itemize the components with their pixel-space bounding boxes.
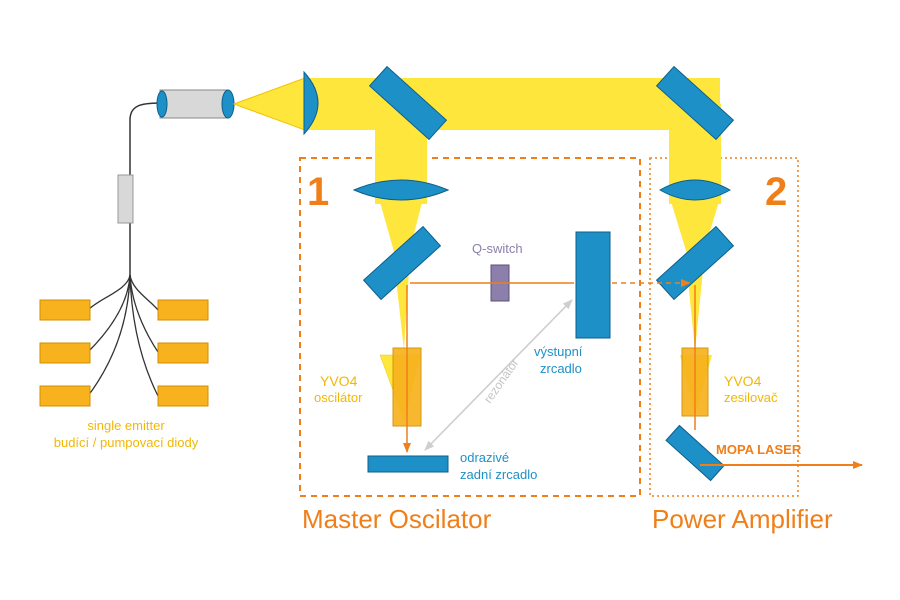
pump-diodes: [39, 102, 209, 407]
mirror-icon: [665, 424, 725, 482]
diode-bar-icon: [157, 342, 209, 364]
back-mirror: [367, 455, 449, 473]
resonator-arrow: [424, 299, 573, 451]
lens-icon: [658, 179, 732, 201]
master-oscillator-label: Master Oscilator: [302, 504, 492, 534]
output-mirror-label-line2: zrcadlo: [540, 361, 582, 376]
collimator-icon: [156, 89, 235, 119]
crystal-amplifier-label-line2: zesilovač: [724, 390, 778, 405]
power-amplifier-box: [649, 157, 799, 497]
diode-bar-icon: [39, 342, 91, 364]
fiber-branch: [87, 274, 131, 311]
fiber-combiner-icon: [117, 174, 134, 224]
crystal-oscillator-label-line2: oscilátor: [314, 390, 363, 405]
mirror-icon: [368, 65, 448, 141]
diodes-label-line2: budící / pumpovací diody: [54, 435, 199, 450]
back-mirror-label-line1: odrazivé: [460, 450, 509, 465]
lens-icon: [352, 179, 450, 201]
diode-bar-icon: [157, 299, 209, 321]
mopa-laser-label: MOPA LASER: [716, 442, 802, 457]
mirror-icon: [362, 225, 442, 301]
fiber-main: [129, 102, 161, 275]
diode-bar-icon: [39, 299, 91, 321]
diode-bar-icon: [39, 385, 91, 407]
q-switch-label: Q-switch: [472, 241, 523, 256]
crystal-oscillator-label-line1: YVO4: [320, 373, 358, 389]
power-amplifier-label: Power Amplifier: [652, 504, 833, 534]
diodes-label-line1: single emitter: [87, 418, 165, 433]
diode-bar-icon: [157, 385, 209, 407]
section-1-number: 1: [307, 170, 329, 214]
back-mirror-label-line2: zadní zrcadlo: [460, 467, 537, 482]
mirror-icon: [655, 225, 735, 301]
section-2-number: 2: [765, 170, 787, 214]
crystal-amplifier-label-line1: YVO4: [724, 373, 762, 389]
output-mirror: [575, 231, 611, 339]
master-oscillator-box: [299, 157, 641, 497]
mirror-icon: [655, 65, 735, 141]
resonator-label: rezonátor: [481, 356, 522, 406]
fiber-branch: [87, 274, 131, 353]
output-mirror-label-line1: výstupní: [534, 344, 583, 359]
fiber-branch: [129, 274, 159, 397]
lens-icon: [303, 70, 319, 136]
fiber-branch: [87, 274, 131, 397]
fiber-branch: [129, 274, 159, 311]
